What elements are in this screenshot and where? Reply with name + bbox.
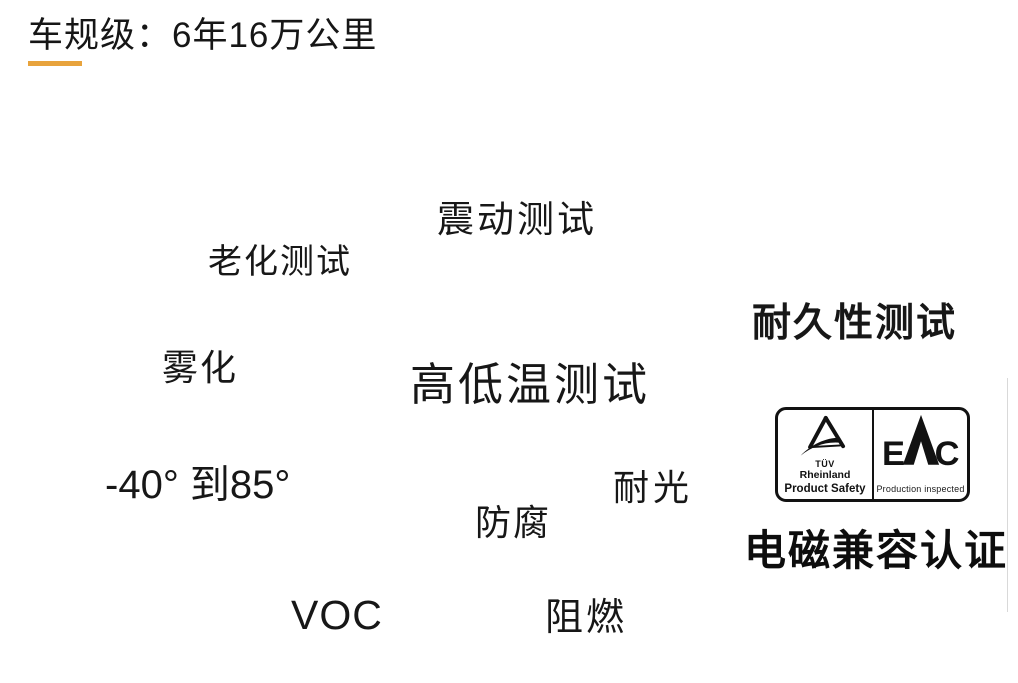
emc-caption: Production inspected	[876, 484, 965, 494]
test-label-anti-corrosion: 防腐	[475, 503, 552, 543]
emc-certification-label: 电磁兼容认证	[744, 527, 1009, 574]
test-label-light-resistance: 耐光	[613, 468, 694, 508]
tuv-label-line3: Product Safety	[784, 482, 866, 495]
test-label-high-low-temp: 高低温测试	[410, 360, 651, 410]
tuv-panel: TÜV Rheinland Product Safety	[778, 410, 874, 499]
test-label-aging: 老化测试	[208, 244, 352, 281]
tuv-triangle-icon	[799, 414, 851, 458]
svg-text:E: E	[882, 435, 905, 472]
tuv-label-line2: Rheinland	[799, 469, 851, 482]
test-label-vibration: 震动测试	[437, 200, 597, 241]
page-title: 车规级：6年16万公里	[28, 16, 378, 55]
svg-text:C: C	[934, 435, 959, 472]
emc-mark-icon: E C	[880, 414, 962, 472]
test-label-flame-retardant: 阻燃	[545, 597, 628, 639]
right-edge-divider	[1007, 378, 1008, 612]
certification-badge: TÜV Rheinland Product Safety E C Product…	[775, 407, 970, 502]
emc-panel: E C Production inspected	[874, 410, 967, 499]
test-label-temp-range: -40° 到85°	[105, 463, 291, 507]
test-label-durability: 耐久性测试	[752, 302, 958, 345]
test-label-voc: VOC	[291, 592, 383, 638]
tuv-label-line1: TÜV	[815, 459, 835, 469]
test-label-fogging: 雾化	[162, 348, 239, 388]
title-accent-underline	[28, 61, 82, 66]
